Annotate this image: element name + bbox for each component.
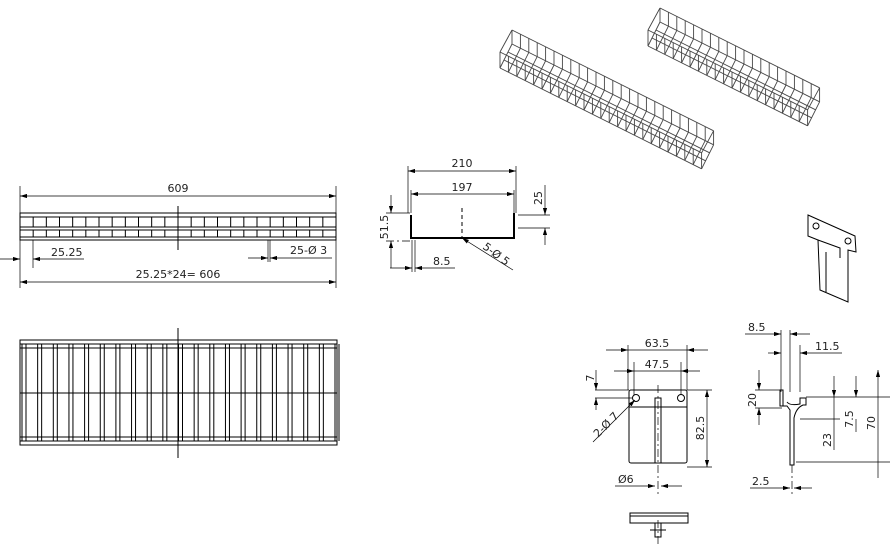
wire (706, 51, 720, 76)
wire (499, 67, 702, 170)
dim-total-height: 70 (865, 416, 878, 430)
wire (748, 72, 762, 97)
wire (667, 127, 681, 153)
wire (723, 59, 737, 85)
basket-3d-render-right (647, 7, 821, 127)
dim-hole-offset: 7 (584, 375, 597, 382)
dim-hook-height: 20 (746, 393, 759, 407)
dim-pitch: 25.25 (51, 246, 83, 259)
wire (701, 130, 714, 154)
wire (633, 110, 647, 136)
wire (625, 106, 639, 132)
wire (499, 51, 702, 154)
wire (692, 140, 706, 165)
dim-outer-width: 210 (452, 157, 473, 170)
dim-wire-count-dia: 25-Ø 3 (290, 244, 327, 257)
dim-height: 51.5 (378, 215, 391, 240)
wire (507, 51, 710, 154)
wire (655, 29, 816, 111)
dim-wire-dia: 5-Ø 5 (480, 240, 512, 269)
wire (583, 85, 597, 111)
dim-inner-width: 197 (452, 181, 473, 194)
dim-offset-b: 11.5 (815, 340, 840, 353)
dim-offset-a: 8.5 (748, 321, 766, 334)
wire (659, 7, 820, 89)
bracket-front-view: 63.5 47.5 7 2-Ø 7 82.5 Ø6 (584, 337, 712, 495)
wire (647, 7, 661, 31)
wire (781, 88, 795, 114)
dim-offset: 8.5 (433, 255, 451, 268)
wire (549, 68, 563, 94)
wire (524, 56, 538, 81)
plan-view (19, 328, 340, 458)
dim-thickness: 2.5 (752, 475, 770, 488)
wire (608, 98, 622, 123)
basket-3d-render-left (499, 29, 715, 170)
dim-overall-length: 609 (168, 182, 189, 195)
dim-hook-drop: 23 (821, 433, 834, 447)
wire (600, 94, 614, 119)
wire (798, 97, 812, 122)
wire (756, 76, 770, 101)
wire (558, 73, 572, 98)
wire (503, 59, 706, 162)
wire (672, 34, 686, 59)
slatwall-bracket-3d-render (807, 214, 857, 303)
dim-bracket-height: 82.5 (694, 416, 707, 441)
wire (617, 102, 631, 128)
wire (507, 47, 521, 73)
section-view: 210 197 25 51.5 8.5 5-Ø 5 (378, 157, 550, 272)
dim-lip-height: 25 (532, 191, 545, 205)
wire (714, 55, 728, 80)
wire (541, 64, 555, 90)
wire (701, 144, 715, 170)
wire (650, 119, 664, 144)
dim-hole-dia: 2-Ø 7 (591, 410, 621, 440)
mounting-hole (677, 394, 685, 402)
dim-lip: 7.5 (843, 410, 856, 428)
wire (697, 46, 711, 72)
wire (675, 131, 689, 157)
wire (659, 123, 673, 149)
wire (533, 60, 547, 86)
bracket-side-view: 8.5 11.5 20 23 7.5 70 2.5 (745, 321, 890, 495)
wire (807, 101, 821, 127)
wire (681, 38, 695, 64)
wire (511, 29, 714, 132)
dim-bracket-width: 63.5 (645, 337, 670, 350)
wire (516, 52, 530, 77)
mounting-hole (632, 394, 640, 402)
dim-pitch-total: 25.25*24= 606 (136, 268, 221, 281)
wire (765, 80, 779, 106)
wire (684, 136, 698, 161)
bracket-bottom-view (629, 512, 689, 544)
wire (807, 87, 820, 111)
wire (499, 43, 513, 69)
wire (689, 42, 703, 68)
wire (731, 63, 745, 89)
wire (647, 45, 808, 127)
wire (566, 77, 580, 102)
dim-rod-dia: Ø6 (618, 473, 634, 486)
wire (651, 37, 812, 119)
wire (591, 89, 605, 115)
dim-hole-spacing: 47.5 (645, 358, 670, 371)
wire (647, 21, 661, 47)
wire (790, 93, 804, 118)
wire (642, 115, 656, 140)
front-view: 609 25.25 25-Ø 3 25.25*24= 606 (0, 182, 337, 288)
wire (773, 84, 787, 110)
wire (655, 25, 669, 51)
wire (499, 29, 513, 53)
wire (664, 30, 678, 55)
wire (647, 29, 808, 111)
wire (659, 21, 820, 103)
wire (739, 67, 753, 93)
wire (511, 43, 714, 146)
wire (575, 81, 589, 107)
